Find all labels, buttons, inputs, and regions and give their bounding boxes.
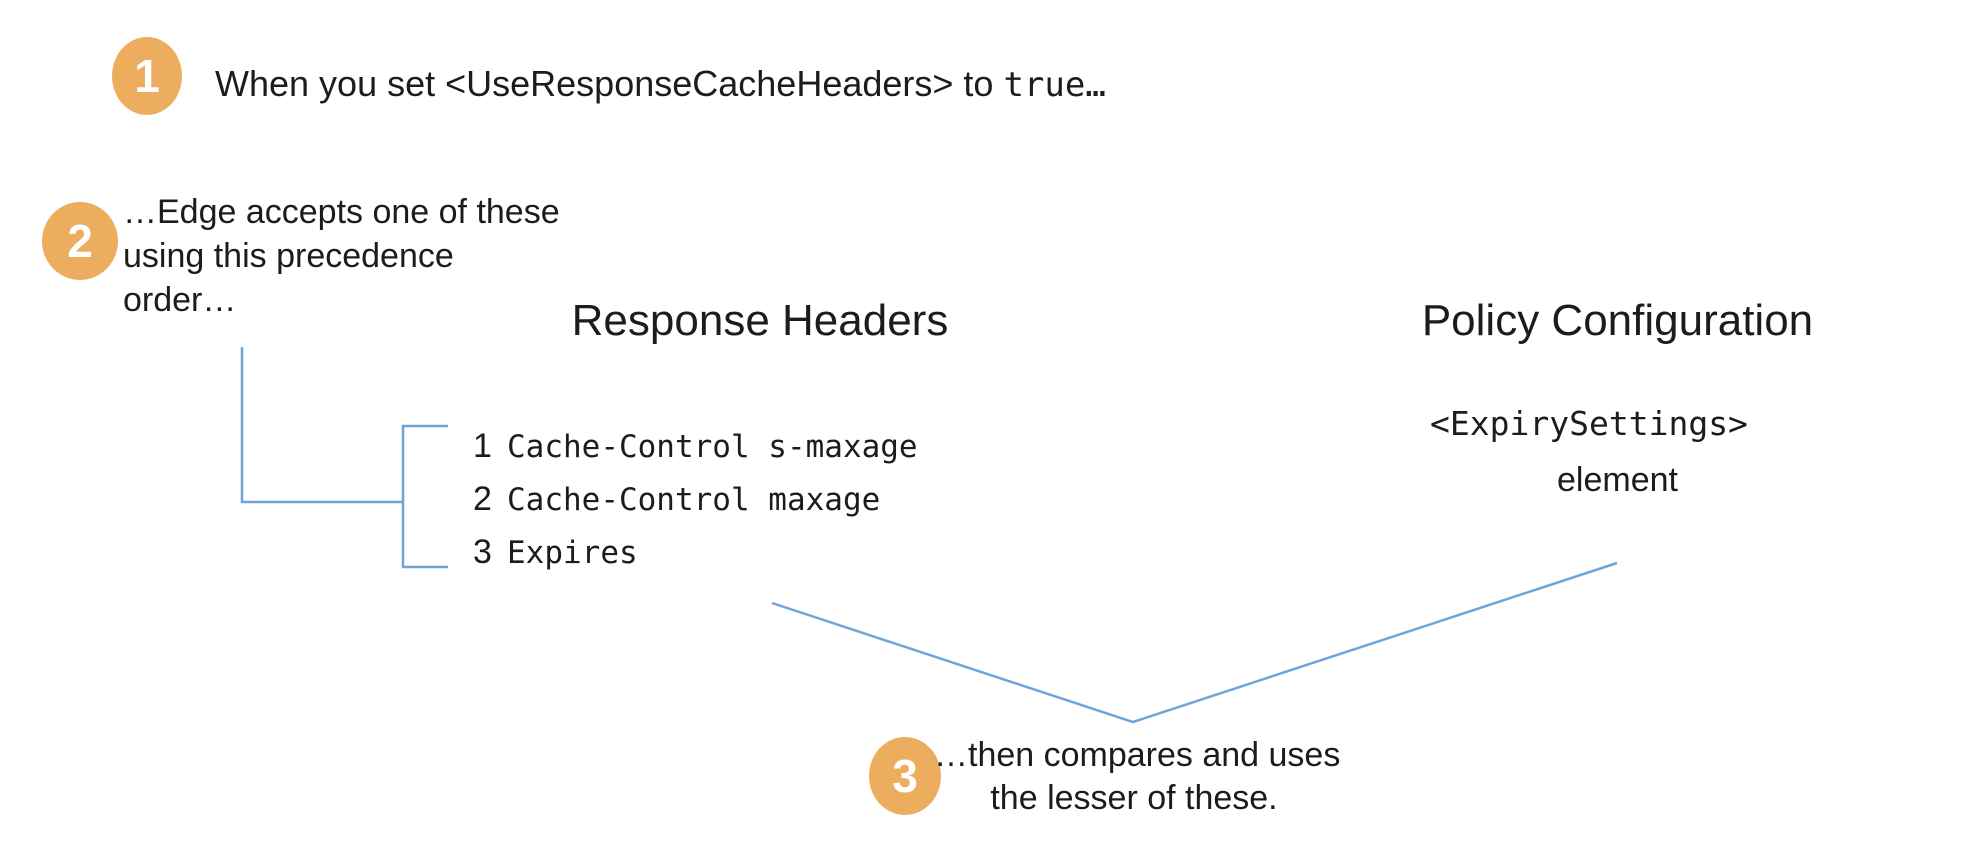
step-1-text: When you set <UseResponseCacheHeaders> t… xyxy=(215,62,1106,107)
list-item-code: Expires xyxy=(507,535,638,571)
response-headers-list: 1 Cache-Control s-maxage 2 Cache-Control… xyxy=(473,420,918,579)
step-2-text: …Edge accepts one of these using this pr… xyxy=(123,190,560,322)
list-item-rank: 2 xyxy=(473,480,492,518)
step-2-text-line: order… xyxy=(123,281,237,319)
step-1-badge-number: 1 xyxy=(134,50,160,102)
expiry-settings-code: <ExpirySettings> xyxy=(1430,404,1748,443)
step-2-text-line: …Edge accepts one of these xyxy=(123,193,560,231)
list-item: 1 Cache-Control s-maxage xyxy=(473,420,918,473)
policy-configuration-title: Policy Configuration xyxy=(1421,296,1814,345)
element-caption: element xyxy=(1557,461,1678,499)
list-item-rank: 3 xyxy=(473,533,492,571)
compare-v-line xyxy=(771,561,1618,724)
step-1-badge: 1 xyxy=(112,37,182,115)
step-3-text-line: …then compares and uses xyxy=(934,736,1341,774)
list-item: 2 Cache-Control maxage xyxy=(473,473,918,526)
step-3-text-line: the lesser of these. xyxy=(990,779,1278,817)
list-item-code: Cache-Control maxage xyxy=(507,482,881,518)
step-1-text-code: true… xyxy=(1003,65,1106,105)
step-3-badge: 3 xyxy=(869,737,941,815)
step-3-badge-number: 3 xyxy=(892,750,918,802)
step-3-text: …then compares and uses the lesser of th… xyxy=(934,734,1341,820)
step-1-text-plain: When you set <UseResponseCacheHeaders> t… xyxy=(215,63,1004,104)
step-2-badge-number: 2 xyxy=(67,215,93,267)
list-bracket-line xyxy=(401,424,448,569)
step-2-text-line: using this precedence xyxy=(123,237,454,275)
response-headers-title: Response Headers xyxy=(571,296,949,345)
list-item-code: Cache-Control s-maxage xyxy=(507,429,918,465)
list-item-rank: 1 xyxy=(473,427,492,465)
step-2-badge: 2 xyxy=(42,202,118,280)
list-item: 3 Expires xyxy=(473,526,918,579)
precedence-stem-line xyxy=(240,347,403,504)
